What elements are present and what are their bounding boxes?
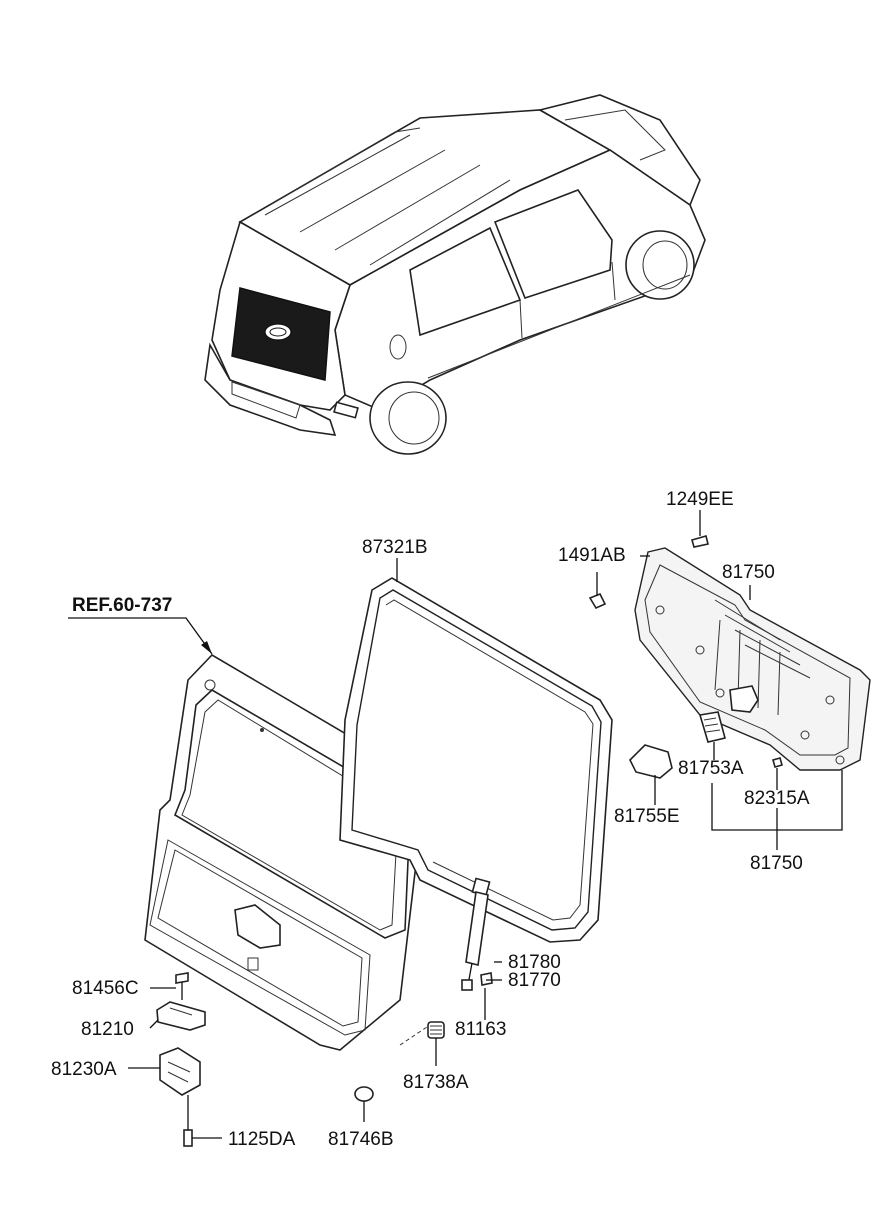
label-81770: 81770 bbox=[508, 970, 561, 991]
label-81746b: 81746B bbox=[328, 1129, 394, 1150]
label-81163: 81163 bbox=[455, 1019, 506, 1040]
label-81210: 81210 bbox=[81, 1019, 134, 1040]
label-81755e: 81755E bbox=[614, 806, 680, 827]
label-81750-bottom: 81750 bbox=[750, 853, 803, 874]
label-81753a: 81753A bbox=[678, 758, 744, 779]
vehicle-illustration bbox=[204, 94, 706, 455]
part-number-labels: 1249EE 87321B 1491AB 81750 81753A 82315A… bbox=[51, 489, 810, 1150]
bolt-1125da bbox=[183, 1095, 193, 1147]
latch-81230a bbox=[159, 1047, 201, 1096]
screw-81456c bbox=[175, 972, 189, 1000]
cover-81755e bbox=[629, 744, 673, 779]
clip-1491ab bbox=[588, 592, 607, 610]
plug-81746b bbox=[354, 1086, 374, 1102]
trim-panel-81750 bbox=[634, 547, 871, 771]
label-81230a: 81230A bbox=[51, 1059, 117, 1080]
label-1491ab: 1491AB bbox=[558, 545, 626, 566]
leader-lines bbox=[128, 555, 843, 1139]
bolt-81770 bbox=[480, 972, 493, 986]
label-81780: 81780 bbox=[508, 952, 561, 973]
label-1125da: 1125DA bbox=[228, 1129, 296, 1150]
weatherstrip-87321b bbox=[339, 577, 613, 943]
striker-81210 bbox=[156, 1001, 206, 1031]
reference-label: REF.60-737 bbox=[72, 595, 172, 616]
label-81456c: 81456C bbox=[72, 978, 139, 999]
label-87321b: 87321B bbox=[362, 537, 428, 558]
screw-1249ee bbox=[691, 510, 709, 548]
label-81738a: 81738A bbox=[403, 1072, 469, 1093]
label-82315a: 82315A bbox=[744, 788, 810, 809]
label-81750-top: 81750 bbox=[722, 562, 775, 583]
clip-82315a bbox=[772, 757, 783, 768]
buffer-81738a bbox=[427, 1021, 445, 1039]
reference-callout: REF.60-737 bbox=[68, 595, 213, 655]
handle-81753a bbox=[698, 711, 726, 743]
gas-strut-81780 bbox=[461, 877, 491, 991]
label-1249ee: 1249EE bbox=[666, 489, 734, 510]
